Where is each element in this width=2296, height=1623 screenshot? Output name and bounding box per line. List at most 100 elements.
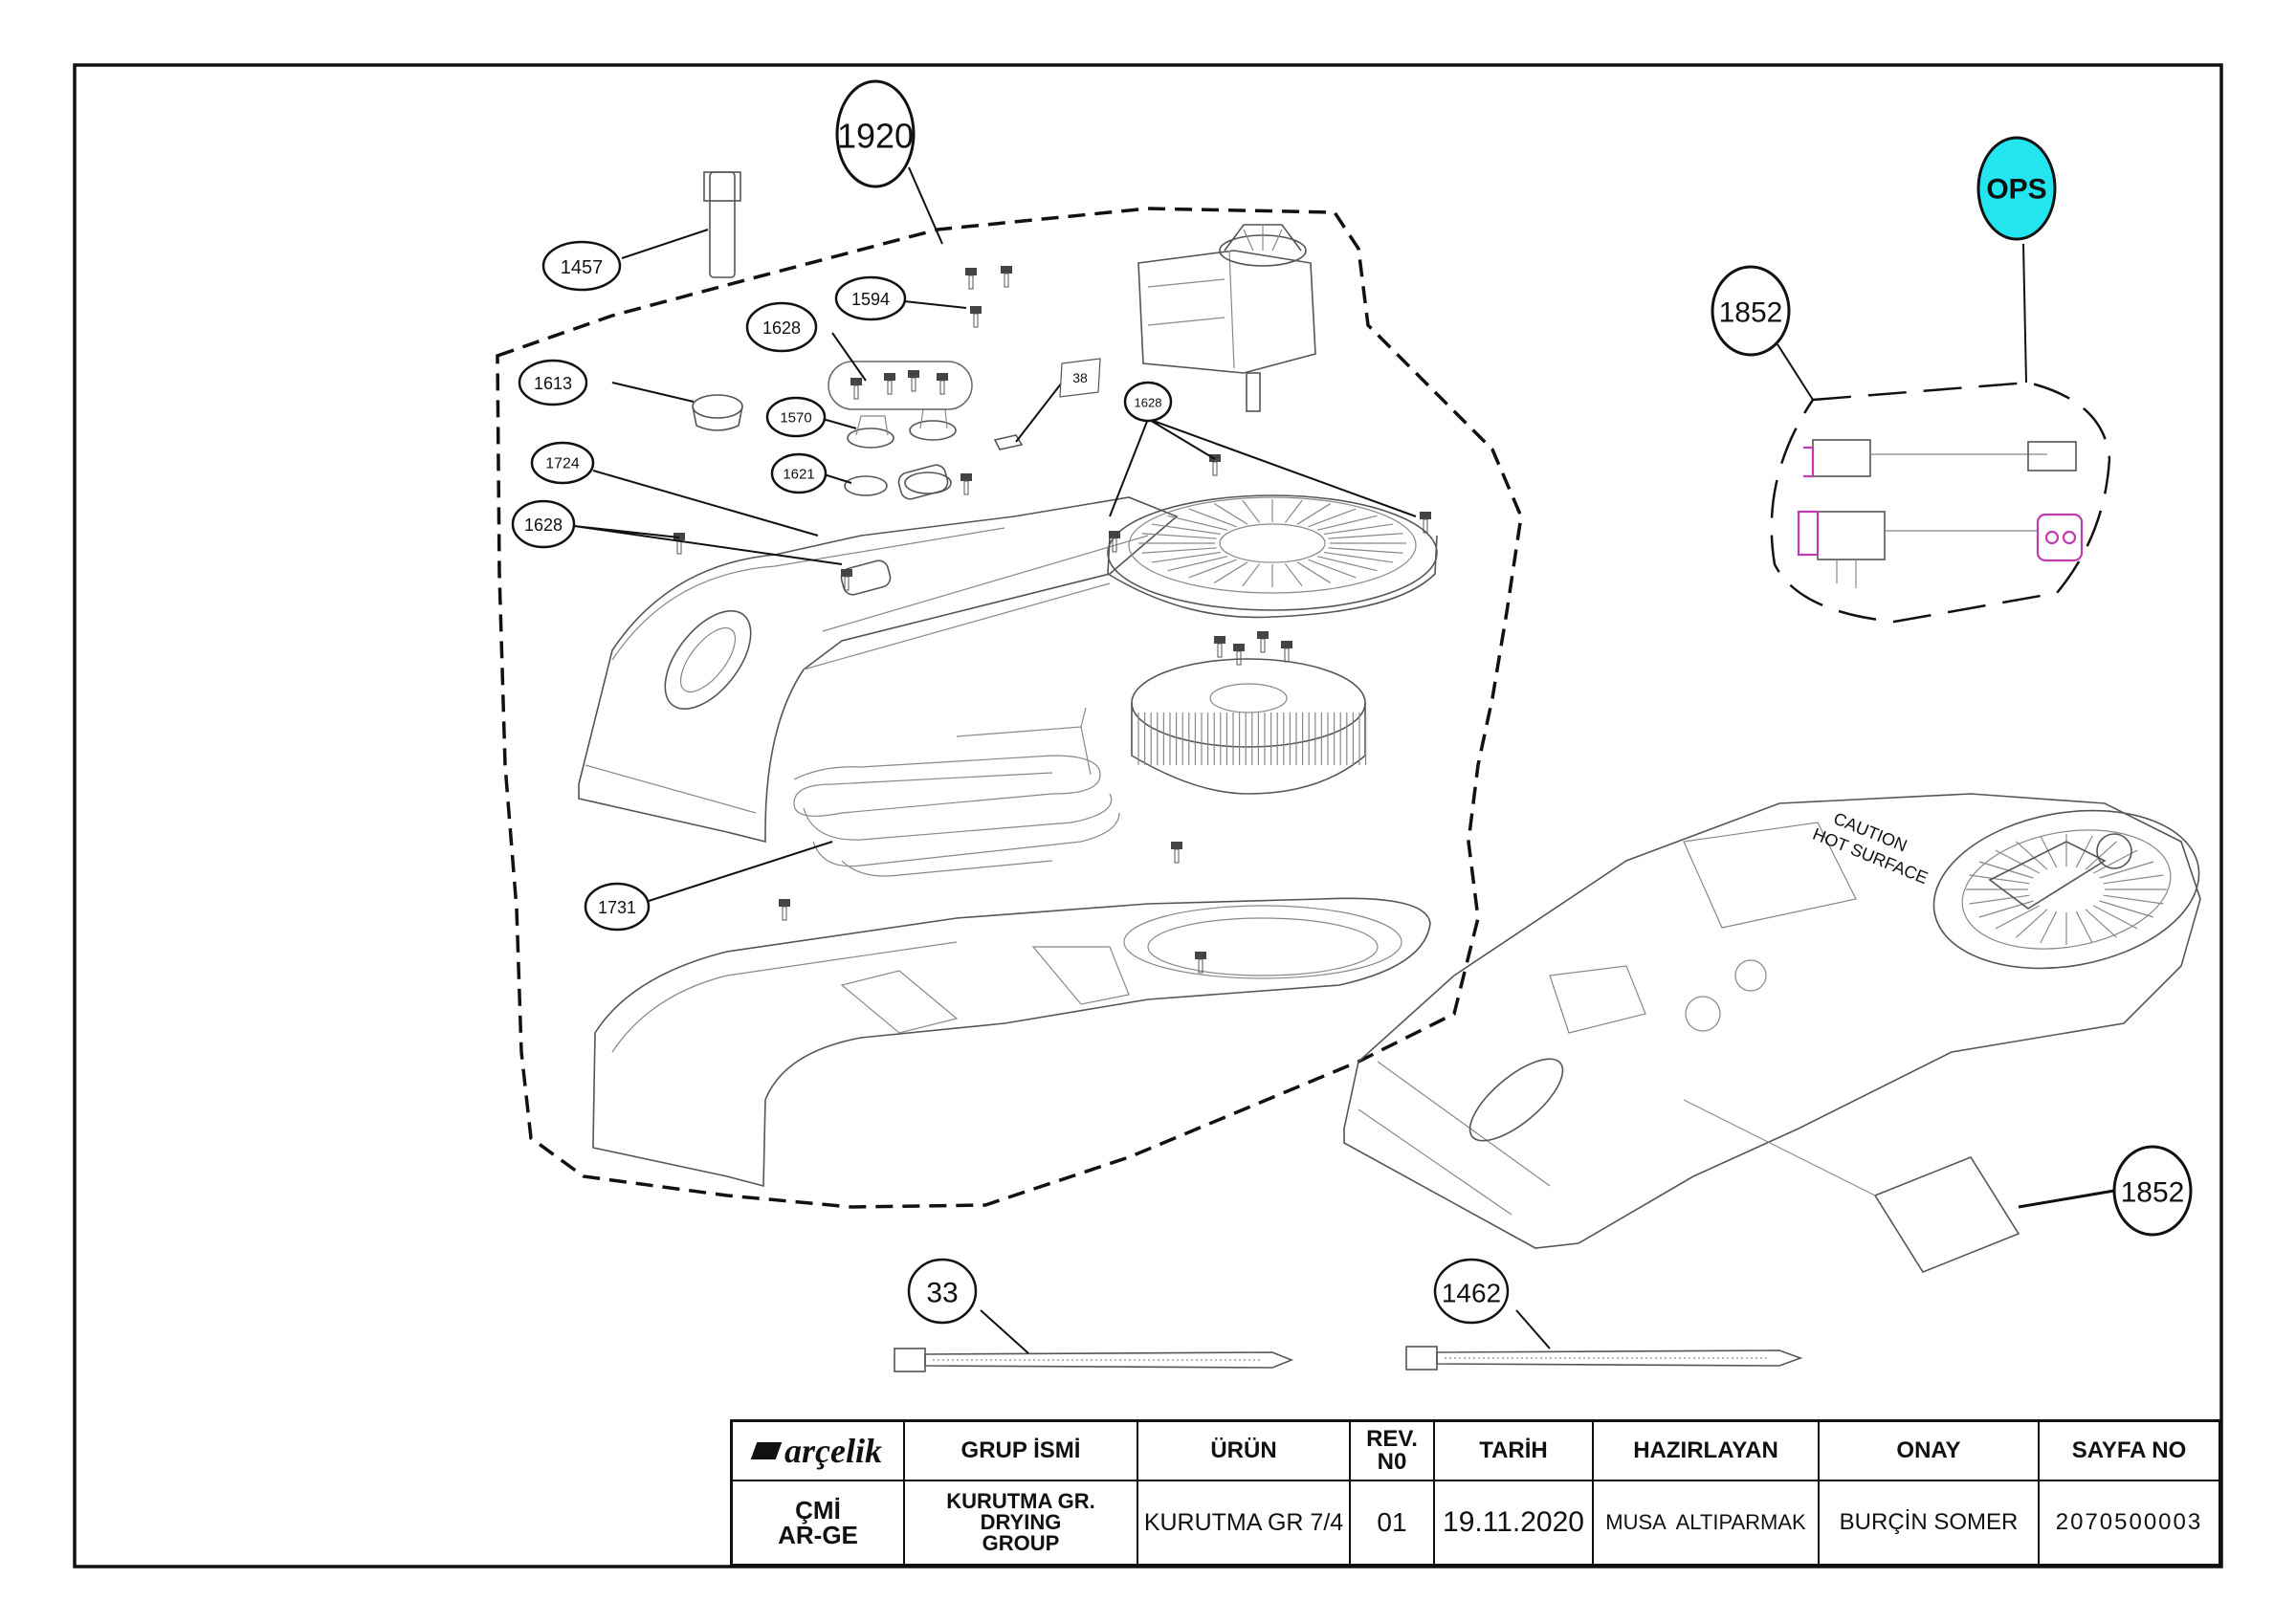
department: ÇMİ AR-GE xyxy=(733,1481,905,1564)
svg-text:1920: 1920 xyxy=(837,117,914,156)
screw-head xyxy=(850,378,862,385)
blower-housing-top xyxy=(1107,494,1438,619)
screw-head xyxy=(1109,531,1120,538)
screw-shank xyxy=(1284,647,1290,663)
screw-head xyxy=(1171,842,1182,849)
callout-1920: 1920 xyxy=(835,79,916,188)
group-name-line2: DRYING xyxy=(980,1510,1062,1534)
drawing-stroke xyxy=(1242,499,1261,523)
svg-text:1852: 1852 xyxy=(2121,1177,2185,1209)
svg-text:1852: 1852 xyxy=(1719,297,1783,329)
drawing-stroke xyxy=(1328,547,1403,554)
screw-shank xyxy=(1112,537,1117,553)
drawing-stroke xyxy=(2093,849,2138,874)
svg-text:1628: 1628 xyxy=(762,318,801,338)
arcelik-logo-text: arçelik xyxy=(784,1432,882,1470)
callout-38: 38 xyxy=(1059,358,1101,398)
drawing-stroke xyxy=(2103,894,2164,905)
sensor-part-1457 xyxy=(703,171,741,278)
svg-text:1462: 1462 xyxy=(1442,1279,1501,1308)
screw-head xyxy=(841,569,852,577)
drawing-stroke xyxy=(1995,905,2040,930)
screw-head xyxy=(1257,631,1269,639)
drawing-stroke xyxy=(2099,861,2154,879)
ops-harness-assemblies xyxy=(1797,439,2084,588)
callout-1457: 1457 xyxy=(541,240,622,292)
callout-1852-ops: 1852 xyxy=(1711,265,1791,357)
callout-1628-left: 1628 xyxy=(511,499,576,549)
drawing-stroke xyxy=(2093,905,2138,930)
cable-tie-1462 xyxy=(1405,1346,1803,1371)
drawing-stroke xyxy=(1969,894,2030,905)
drawing-stroke xyxy=(1188,559,1237,579)
drawing-stroke xyxy=(1308,508,1357,528)
clip-38 xyxy=(993,434,1024,450)
upper-duct-cover xyxy=(578,464,1179,844)
screw-shank xyxy=(1236,650,1242,666)
svg-text:1731: 1731 xyxy=(598,898,636,917)
screw-shank xyxy=(782,906,787,921)
screw-shank xyxy=(911,377,916,392)
header-rev: REV. N0 xyxy=(1351,1422,1435,1480)
callout-1852-assembled: 1852 xyxy=(2112,1145,2193,1237)
screw-head xyxy=(1233,644,1245,651)
screw-shank xyxy=(853,384,859,400)
drawing-stroke xyxy=(1316,515,1378,531)
department-line2: AR-GE xyxy=(778,1521,858,1549)
assembled-view: CAUTION HOT SURFACE xyxy=(1343,793,2201,1273)
product-value: KURUTMA GR 7/4 xyxy=(1138,1481,1351,1564)
screw-shank xyxy=(1423,518,1428,534)
impeller xyxy=(1131,658,1367,795)
callout-ops: OPS xyxy=(1976,136,2057,241)
screw-head xyxy=(965,268,977,275)
callout-1628-mid: 1628 xyxy=(1123,381,1173,423)
drawing-stroke xyxy=(2040,910,2058,944)
header-prepared-by: HAZIRLAYAN xyxy=(1594,1422,1820,1480)
screw-group-1628-outline xyxy=(828,361,973,410)
header-rev-line1: REV. xyxy=(1366,1426,1418,1452)
callout-1724: 1724 xyxy=(530,441,595,485)
callout-1570: 1570 xyxy=(765,396,827,438)
drawing-stroke xyxy=(1188,508,1237,528)
callout-1613: 1613 xyxy=(518,359,588,406)
screw-shank xyxy=(963,480,969,495)
screw-head xyxy=(1420,512,1431,519)
header-group-name: GRUP İSMİ xyxy=(905,1422,1138,1480)
svg-text:1628: 1628 xyxy=(524,515,563,535)
screw-head xyxy=(1214,636,1225,644)
cable-tie-33 xyxy=(894,1348,1294,1372)
drawing-stroke xyxy=(1978,900,2034,918)
drawing-stroke xyxy=(1141,533,1217,539)
page-no-value: 2070500003 xyxy=(2055,1509,2203,1535)
header-page-no: SAYFA NO xyxy=(2071,1437,2187,1463)
svg-text:1613: 1613 xyxy=(534,374,572,393)
drawing-stroke xyxy=(2103,874,2164,885)
drawing-stroke xyxy=(2099,900,2154,918)
drawing-stroke xyxy=(1213,561,1248,583)
drawing-stroke xyxy=(1296,561,1332,583)
screw-shank xyxy=(1004,273,1009,288)
department-line1: ÇMİ xyxy=(795,1496,841,1524)
group-name-line1: KURUTMA GR. xyxy=(946,1489,1095,1513)
gaskets-1621 xyxy=(844,472,952,496)
drive-motor xyxy=(1137,224,1316,412)
drawing-stroke xyxy=(1213,503,1248,525)
prepared-by-value: MUSA ALTIPARMAK xyxy=(1594,1481,1820,1564)
screw-head xyxy=(1001,266,1012,274)
drawing-stroke xyxy=(1167,515,1228,531)
arcelik-logo-mark xyxy=(750,1442,783,1459)
callout-1628-top: 1628 xyxy=(745,301,818,353)
seal-1613 xyxy=(692,394,743,431)
drawing-stroke xyxy=(1151,551,1222,563)
drawing-stroke xyxy=(2075,910,2093,944)
screw-head xyxy=(908,370,919,378)
header-date: TARİH xyxy=(1435,1422,1594,1480)
screw-head xyxy=(1195,952,1206,959)
header-approval: ONAY xyxy=(1820,1422,2040,1480)
screw-shank xyxy=(973,313,979,328)
drawing-stroke xyxy=(2040,835,2058,868)
drawing-stroke xyxy=(1328,533,1403,539)
group-name-value: KURUTMA GR. DRYING GROUP xyxy=(905,1481,1138,1564)
drawing-stroke xyxy=(1167,556,1228,572)
